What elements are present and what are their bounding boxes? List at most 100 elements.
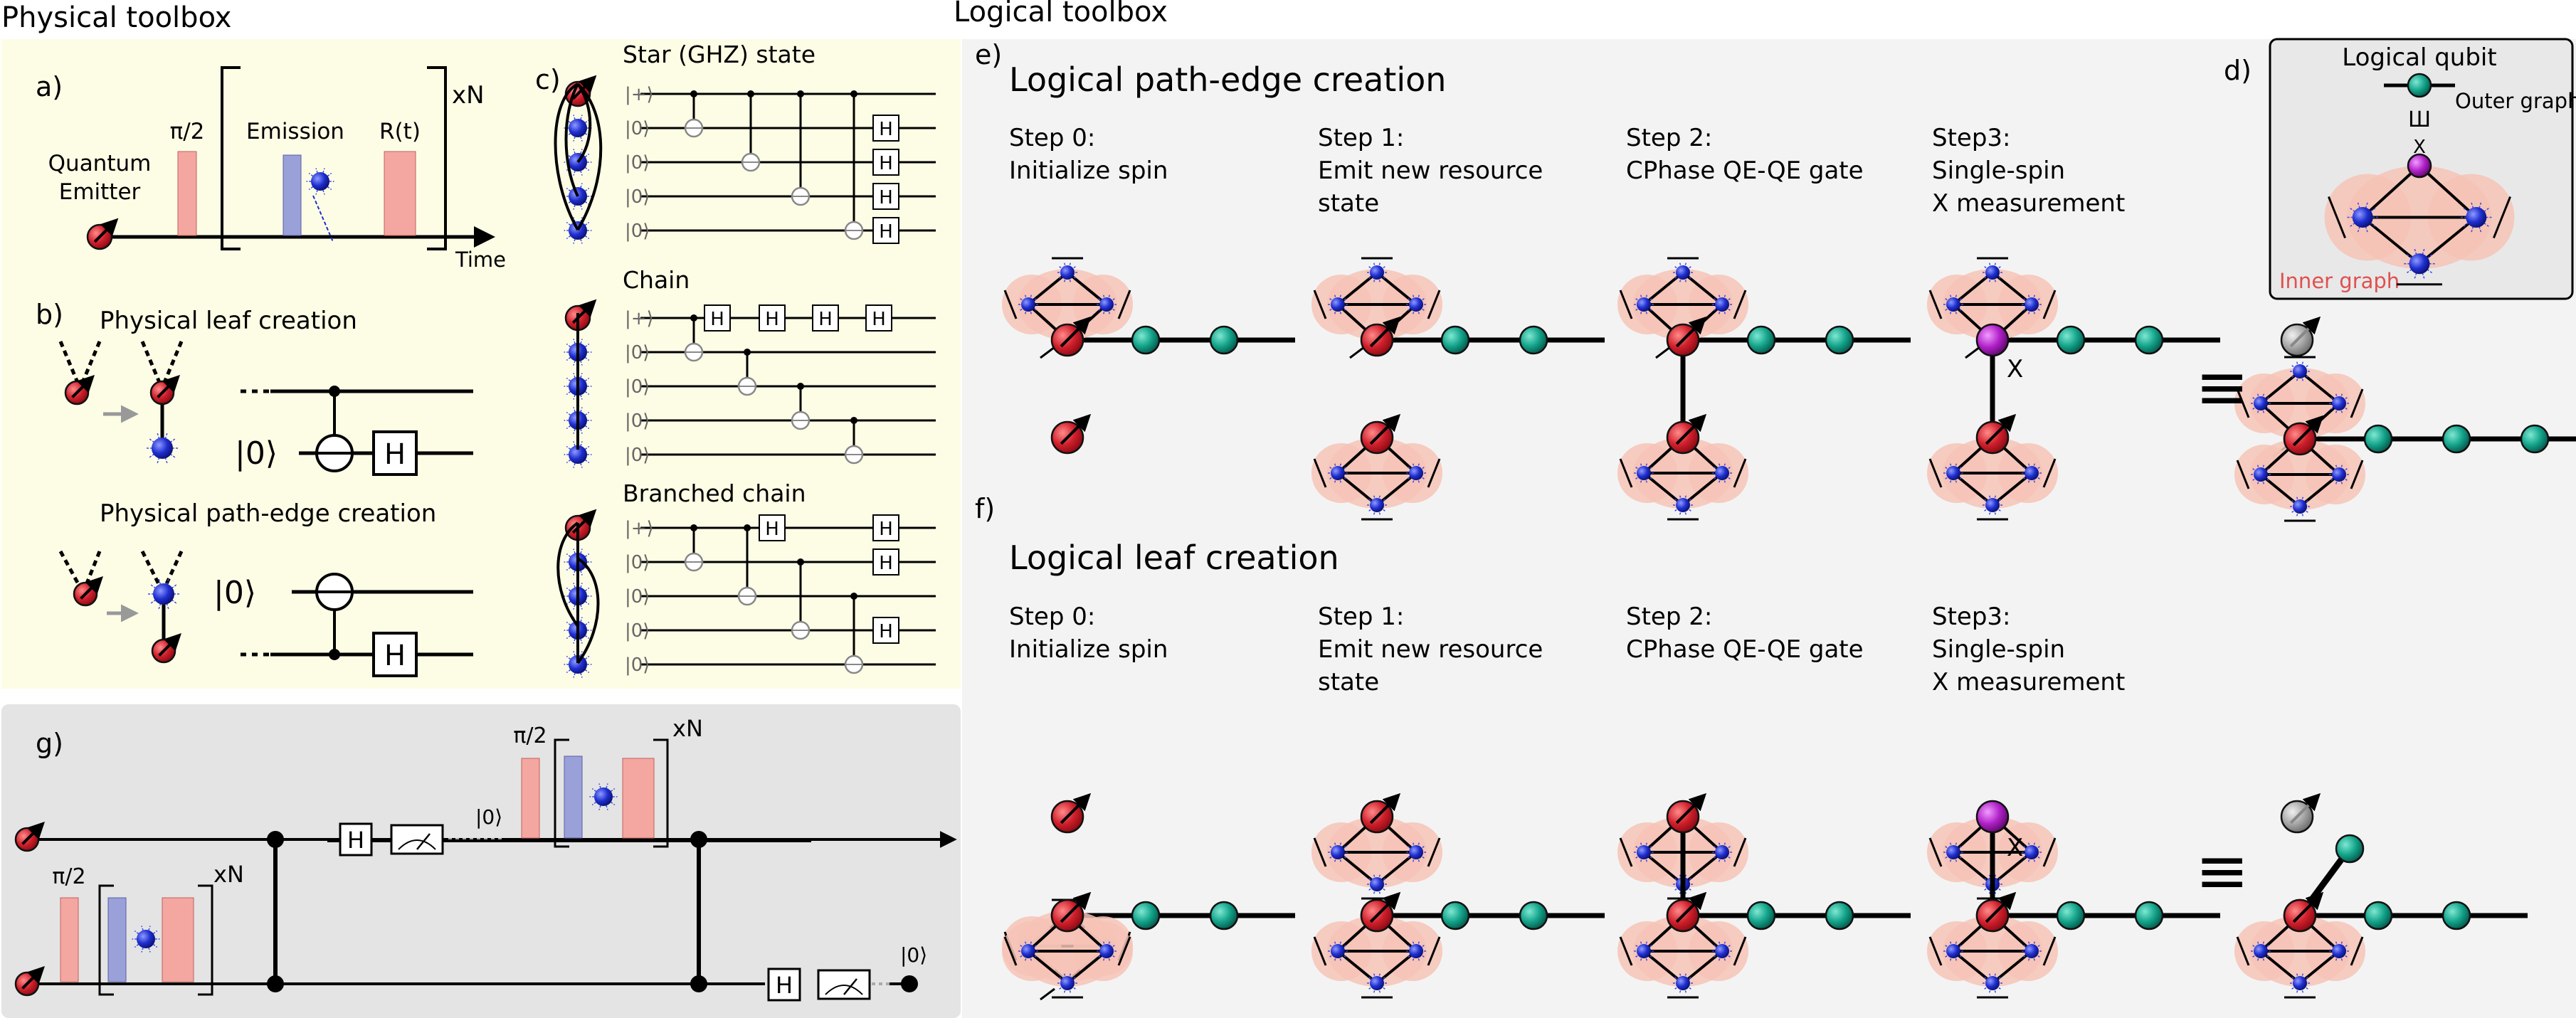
h-gate [872, 217, 899, 244]
spin-arrow [1060, 413, 1092, 445]
g-cz-1-bot [267, 975, 284, 992]
ket-zero-2: |0⟩ [213, 575, 256, 611]
h-gate-label: H [818, 309, 833, 330]
photon [2025, 466, 2039, 480]
photon [1331, 845, 1345, 859]
photon [569, 445, 587, 464]
stub [1733, 458, 1747, 488]
spin-arrow [1369, 413, 1401, 445]
outer-qubit [2520, 424, 2550, 454]
step-line-1: Initialize spin [1009, 157, 1168, 185]
equiv-f: ≡ [2195, 834, 2249, 908]
photon [1409, 297, 1423, 312]
photon [1985, 976, 2000, 990]
g-emitters [14, 783, 618, 997]
g-cz-2-top [690, 831, 707, 848]
meter-arc [398, 839, 436, 850]
step-line-2: X measurement [1932, 189, 2125, 218]
photon [1985, 498, 2000, 512]
spin-arrow [71, 375, 95, 398]
ghz-link [564, 83, 579, 197]
emission-pulse [283, 154, 302, 236]
equiv-e: ≡ [2195, 350, 2249, 425]
photon [1099, 944, 1114, 958]
step-line-2: state [1318, 668, 1379, 696]
photon [311, 172, 329, 191]
h-gate-label: H [872, 309, 886, 330]
resource-state [1617, 257, 1748, 359]
stub [1619, 458, 1633, 488]
g-repeat-bot: xN [213, 861, 244, 888]
g-cz-1-top [267, 831, 284, 848]
meas-x-label: X [2413, 137, 2426, 158]
spin-arrow [93, 218, 119, 243]
h-gate-2 [372, 632, 418, 677]
photon [2293, 976, 2307, 990]
spin-arrow [1675, 792, 1707, 825]
control-dot [744, 524, 751, 531]
stub [2493, 196, 2511, 239]
ghz-link [576, 83, 592, 164]
ket-label: |0⟩ [625, 152, 650, 174]
g-h-bot-label: H [776, 972, 793, 999]
stub [1040, 987, 1055, 1001]
g-bracket-r-bot [198, 884, 213, 996]
spin-arrow [1675, 316, 1707, 348]
spin-arrow [2289, 316, 2321, 348]
photon [1676, 976, 1690, 990]
h-gate [872, 149, 899, 176]
outer-qubit [1519, 325, 1548, 355]
ket-label: |+⟩ [625, 518, 654, 539]
g-pulse-bot-1 [60, 897, 79, 982]
spin-arrow [1369, 316, 1401, 348]
h-gate [759, 304, 786, 332]
h-gate [372, 430, 418, 476]
stub [2350, 936, 2364, 966]
outer-qubit [1440, 325, 1470, 355]
outer-qubit [2442, 901, 2471, 930]
photon [1946, 944, 1960, 958]
misc-nodes [64, 168, 334, 664]
physical-toolbox-heading: Physical toolbox [1, 1, 231, 34]
logical-spin [2407, 153, 2432, 179]
g-wire-overlay [327, 839, 811, 842]
outer-qubit [1519, 901, 1548, 930]
equiv-vertical: Ш [2408, 107, 2431, 132]
stub [1117, 290, 1131, 319]
panel-e: e) Logical path-edge creation Step 0:Ini… [975, 39, 2576, 522]
step-heading: Step 2: [1626, 124, 1712, 152]
edge [2361, 216, 2421, 265]
stub [2328, 196, 2346, 239]
stub [1003, 936, 1018, 966]
outer-qubit [2363, 424, 2393, 454]
ket-label: |0⟩ [625, 221, 650, 242]
emission-label: Emission [246, 119, 344, 144]
photon [1715, 944, 1729, 958]
inner-graph-label: Inner graph [2279, 269, 2400, 293]
stub [1313, 290, 1327, 319]
stub [1733, 837, 1747, 867]
stub [1427, 290, 1441, 319]
stub [1117, 936, 1131, 966]
photon [1370, 498, 1384, 512]
photon [1715, 845, 1729, 859]
h-gate [704, 304, 731, 332]
outer-qubit [1825, 325, 1854, 355]
g-pulse-top-1 [521, 758, 540, 839]
stub [1928, 290, 1943, 319]
photon [1370, 877, 1384, 891]
bracket-left [221, 66, 241, 250]
control-dot [797, 90, 804, 97]
photon [153, 583, 174, 605]
step-line-1: Single-spin [1932, 635, 2065, 664]
ket-label: |0⟩ [625, 552, 650, 573]
photon [569, 221, 587, 240]
step-heading: Step 1: [1318, 124, 1404, 152]
meas-x-e: X [2007, 355, 2023, 383]
spin-arrow [1675, 891, 1707, 923]
leaf-dash [80, 341, 102, 385]
stub [1928, 837, 1943, 867]
photon [2025, 845, 2039, 859]
spin-arrow [1369, 891, 1401, 923]
stub [2350, 460, 2364, 489]
